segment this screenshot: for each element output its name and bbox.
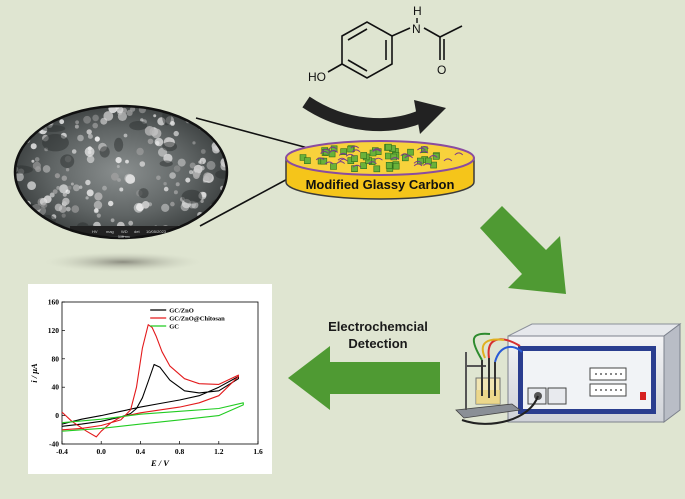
atom-h: H <box>413 4 422 18</box>
x-tick-label: 0.0 <box>97 447 107 456</box>
sem-info-det: det <box>134 229 140 234</box>
detection-label: Electrochemcial Detection <box>318 318 438 352</box>
sem-info-mag: mag <box>106 229 114 234</box>
x-tick-label: 0.8 <box>175 447 185 456</box>
series-line-1 <box>61 363 239 427</box>
sem-shadow <box>45 252 201 272</box>
y-tick-label: 160 <box>48 298 60 307</box>
sem-info-hv: HV <box>92 229 98 234</box>
atom-ho: HO <box>308 70 326 84</box>
green-arrow-down <box>480 206 566 294</box>
atom-o: O <box>437 63 446 77</box>
curved-arrow <box>302 96 425 132</box>
electrode-label: Modified Glassy Carbon <box>306 177 455 192</box>
x-tick-label: 0.4 <box>136 447 146 456</box>
legend-label-1: GC/ZnO <box>169 308 194 315</box>
y-tick-label: 80 <box>52 354 60 363</box>
sem-scale-bar: 500 nm <box>118 235 130 239</box>
green-arrow-left <box>288 346 440 410</box>
sem-info-wd: WD <box>121 229 128 234</box>
y-tick-label: -40 <box>49 440 59 449</box>
series-line-3 <box>61 402 244 432</box>
x-tick-label: 1.2 <box>214 447 224 456</box>
electrochemical-cell <box>455 332 539 425</box>
cyclic-voltammogram-card: -0.4 0.0 0.4 0.8 1.2 1.6 -40 0 40 80 120 160 E / V i … <box>28 284 272 474</box>
detection-label-line1: Electrochemcial <box>328 319 428 334</box>
legend-label-3: GC <box>169 324 179 331</box>
series-line-2 <box>61 324 239 438</box>
y-axis-label: i / μA <box>29 363 39 383</box>
detection-label-line2: Detection <box>348 336 408 351</box>
atom-n: N <box>412 22 421 36</box>
y-tick-label: 40 <box>52 383 60 392</box>
sem-info-date: 10/05/2023 <box>146 229 167 234</box>
curved-arrow-head <box>414 100 446 134</box>
y-tick-label: 0 <box>55 411 59 420</box>
x-axis-label: E / V <box>150 458 170 468</box>
x-tick-label: 1.6 <box>253 447 263 456</box>
glassy-carbon-electrode <box>285 140 475 200</box>
paracetamol-structure <box>327 21 463 79</box>
legend-label-2: GC/ZnO@Chitosan <box>169 316 225 323</box>
sem-micrograph <box>13 104 229 240</box>
zoom-line-top <box>195 117 309 149</box>
y-tick-label: 120 <box>48 326 60 335</box>
x-tick-label: -0.4 <box>56 447 68 456</box>
electrochemical-workstation <box>507 323 682 423</box>
cyclic-voltammogram: -0.4 0.0 0.4 0.8 1.2 1.6 -40 0 40 80 120 160 E / V i … <box>29 298 263 469</box>
